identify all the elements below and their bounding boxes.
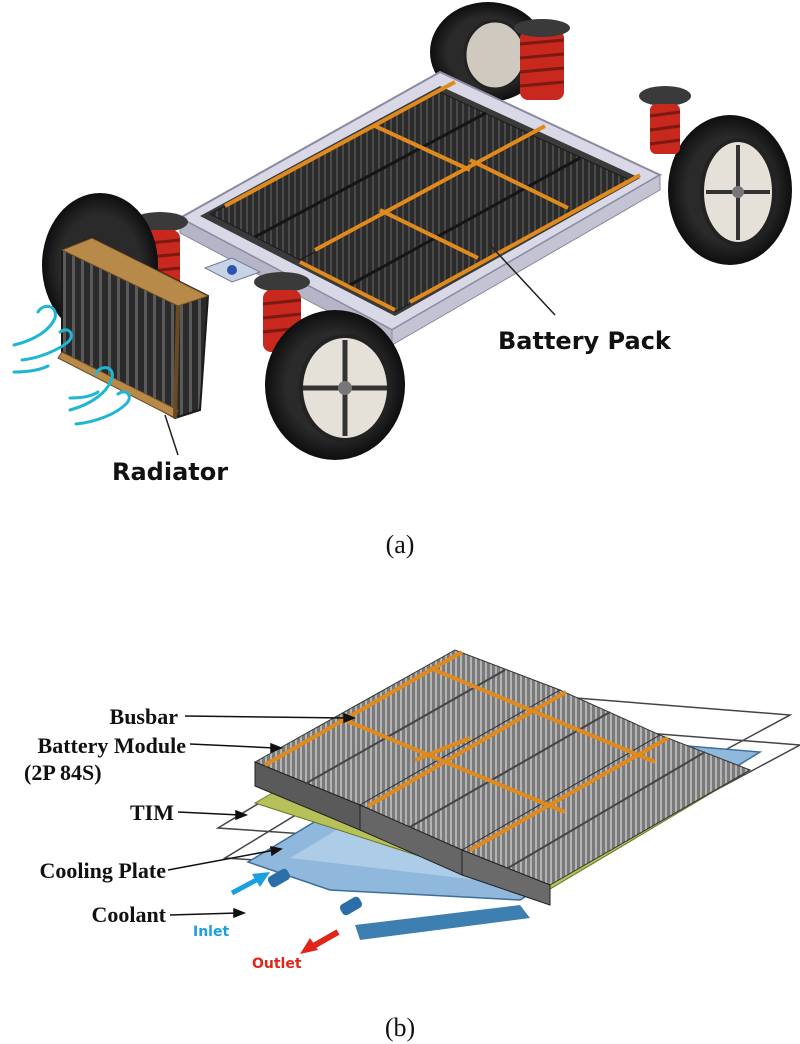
connector-part	[203, 257, 262, 283]
rear-left-spring	[514, 19, 570, 100]
front-right-wheel	[265, 310, 405, 460]
outlet-arrow	[300, 929, 340, 954]
inlet-label: Inlet	[193, 924, 229, 940]
cooling-plate-label: Cooling Plate	[40, 858, 167, 883]
caption-a: (a)	[386, 530, 415, 559]
battery-module-label: Battery Module	[38, 733, 187, 758]
battery-pack-leader	[489, 244, 556, 316]
figure-b: Busbar Battery Module (2P 84S) TIM Cooli…	[24, 649, 800, 1042]
busbar-label: Busbar	[110, 704, 179, 729]
coolant-pipes	[267, 868, 363, 916]
busbars-b	[264, 650, 669, 852]
leader-lines-b	[167, 712, 357, 919]
figure-a: Battery Pack Radiator (a)	[12, 2, 792, 559]
airflow-icon	[12, 304, 131, 426]
rear-right-spring	[639, 86, 691, 154]
rear-right-wheel	[668, 115, 792, 265]
busbars	[224, 80, 641, 312]
radiator-label: Radiator	[112, 458, 228, 486]
outlet-label: Outlet	[252, 956, 302, 972]
tim-label: TIM	[130, 800, 174, 825]
radiator-leader	[164, 414, 179, 456]
battery-module-spec-label: (2P 84S)	[24, 760, 102, 785]
inlet-arrow	[230, 872, 270, 896]
radiator	[57, 236, 210, 420]
coolant-label: Coolant	[91, 902, 166, 927]
battery-pack-label: Battery Pack	[498, 327, 672, 355]
caption-b: (b)	[385, 1013, 415, 1042]
